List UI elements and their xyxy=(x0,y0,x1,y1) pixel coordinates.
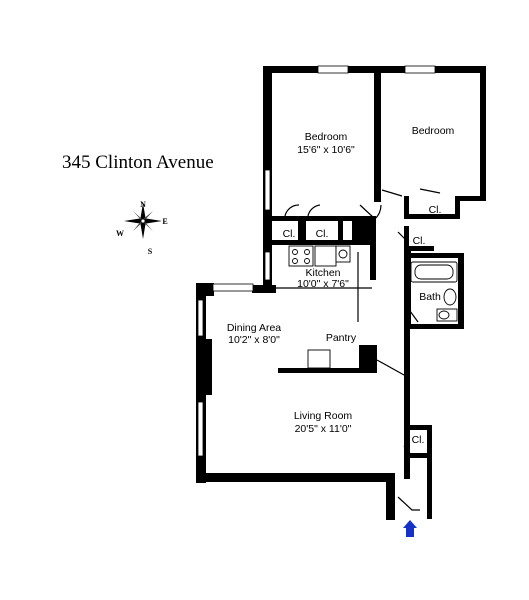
kitchen-name: Kitchen xyxy=(305,267,340,279)
bath-name: Bath xyxy=(419,291,441,303)
bath-fixtures xyxy=(410,261,458,322)
closet-label-2: Cl. xyxy=(283,228,296,240)
entry-arrow-icon xyxy=(403,520,417,537)
bedroom1-size: 15'6" x 10'6" xyxy=(297,144,355,156)
windows xyxy=(197,65,436,457)
living-name: Living Room xyxy=(294,410,353,422)
thin-walls xyxy=(276,252,419,323)
kitchen-size: 10'0" x 7'6" xyxy=(297,278,349,290)
pantry-name: Pantry xyxy=(326,332,357,344)
compass-south-label: S xyxy=(148,247,153,256)
bedroom2-name: Bedroom xyxy=(412,125,455,137)
door-swings xyxy=(284,188,441,511)
closet-label-5: Cl. xyxy=(412,434,425,446)
closet-label-1: Cl. xyxy=(429,204,442,216)
kitchen-fixtures xyxy=(288,245,351,369)
living-size: 20'5" x 11'0" xyxy=(295,423,352,435)
dining-name: Dining Area xyxy=(227,322,281,334)
compass-north-label: N xyxy=(140,200,146,209)
closet-label-3: Cl. xyxy=(316,228,329,240)
bedroom1-name: Bedroom xyxy=(305,131,348,143)
compass-icon: N S E W xyxy=(116,200,168,256)
dining-size: 10'2" x 8'0" xyxy=(228,334,280,346)
closet-label-4: Cl. xyxy=(413,235,426,247)
compass-east-label: E xyxy=(162,217,167,226)
compass-west-label: W xyxy=(116,229,124,238)
plan-title: 345 Clinton Avenue xyxy=(62,152,214,173)
